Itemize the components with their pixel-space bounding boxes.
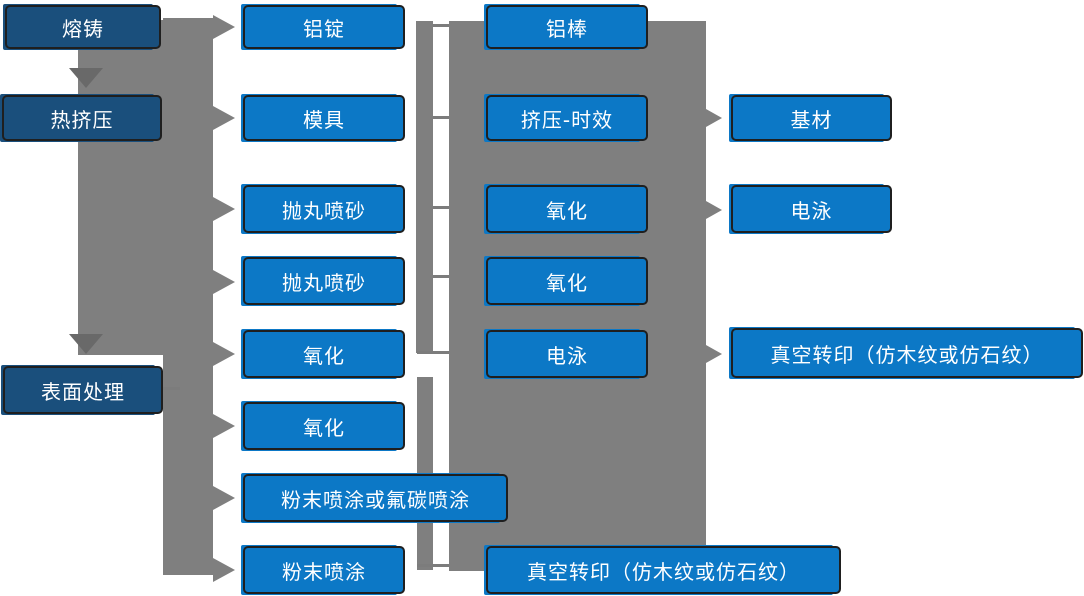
node-label: 氧化 bbox=[303, 343, 345, 368]
connector-stub-surface-treatment bbox=[162, 387, 180, 390]
arrow-right-icon bbox=[213, 414, 235, 438]
arrow-down-icon bbox=[69, 334, 103, 354]
arrow-right-icon bbox=[213, 558, 235, 582]
node-electrophoresis-2: 电泳 bbox=[731, 185, 892, 233]
connector-stub-row3 bbox=[433, 206, 449, 209]
node-label: 表面处理 bbox=[41, 379, 125, 404]
node-surface-treatment: 表面处理 bbox=[3, 366, 163, 414]
node-label: 真空转印（仿木纹或仿石纹） bbox=[527, 559, 800, 584]
node-label: 氧化 bbox=[546, 198, 588, 223]
arrow-right-icon bbox=[213, 106, 235, 130]
node-shot-blasting-1: 抛丸喷砂 bbox=[243, 185, 405, 233]
node-label: 挤压-时效 bbox=[520, 107, 614, 132]
node-label: 热挤压 bbox=[50, 107, 114, 132]
node-label: 熔铸 bbox=[62, 16, 104, 41]
arrow-right-icon bbox=[706, 201, 722, 219]
node-melting: 熔铸 bbox=[5, 5, 161, 49]
arrow-right-icon bbox=[213, 270, 235, 294]
arrow-right-icon bbox=[213, 486, 235, 510]
node-label: 基材 bbox=[790, 107, 833, 132]
node-base-material: 基材 bbox=[731, 95, 892, 141]
node-label: 粉末喷涂 bbox=[282, 559, 366, 584]
node-vacuum-transfer-bottom: 真空转印（仿木纹或仿石纹） bbox=[486, 546, 841, 594]
connector-stub-row2 bbox=[433, 116, 449, 119]
node-shot-blasting-2: 抛丸喷砂 bbox=[243, 257, 405, 305]
node-label: 氧化 bbox=[303, 415, 345, 440]
arrow-right-icon bbox=[706, 109, 722, 127]
connector-strip-middle-upper bbox=[416, 21, 433, 353]
node-powder-coating: 粉末喷涂 bbox=[243, 546, 405, 594]
node-electrophoresis-1: 电泳 bbox=[486, 330, 648, 378]
arrow-right-icon bbox=[213, 342, 235, 366]
arrow-down-icon bbox=[69, 68, 103, 88]
node-oxidation-3: 氧化 bbox=[486, 185, 648, 233]
connector-stub-row5 bbox=[417, 351, 449, 354]
arrow-right-icon bbox=[706, 345, 722, 363]
node-aluminum-rod: 铝棒 bbox=[486, 5, 648, 49]
connector-trunk-main bbox=[163, 18, 213, 575]
node-oxidation-2: 氧化 bbox=[243, 402, 405, 450]
arrow-right-icon bbox=[213, 197, 235, 221]
node-label: 氧化 bbox=[546, 270, 588, 295]
node-label: 抛丸喷砂 bbox=[282, 198, 366, 223]
node-label: 铝锭 bbox=[303, 16, 345, 41]
node-label: 电泳 bbox=[790, 198, 833, 223]
node-label: 抛丸喷砂 bbox=[282, 270, 366, 295]
node-aluminum-ingot: 铝锭 bbox=[243, 5, 405, 49]
node-oxidation-4: 氧化 bbox=[486, 257, 648, 305]
node-powder-or-fluorocarbon-coating: 粉末喷涂或氟碳喷涂 bbox=[243, 474, 508, 522]
node-label: 粉末喷涂或氟碳喷涂 bbox=[281, 487, 470, 512]
connector-stub-row4 bbox=[433, 275, 449, 278]
node-vacuum-transfer-right: 真空转印（仿木纹或仿石纹） bbox=[731, 328, 1083, 378]
arrow-right-icon bbox=[213, 15, 235, 39]
connector-stub-row8 bbox=[417, 564, 449, 567]
node-oxidation-1: 氧化 bbox=[243, 330, 405, 378]
connector-stub-row1 bbox=[433, 24, 449, 27]
node-label: 铝棒 bbox=[546, 16, 588, 41]
node-label: 真空转印（仿木纹或仿石纹） bbox=[770, 342, 1044, 367]
node-hot-extrusion: 热挤压 bbox=[2, 95, 162, 141]
node-label: 电泳 bbox=[546, 343, 588, 368]
node-extrusion-aging: 挤压-时效 bbox=[486, 95, 648, 141]
node-mold: 模具 bbox=[243, 95, 405, 141]
node-label: 模具 bbox=[303, 107, 345, 132]
